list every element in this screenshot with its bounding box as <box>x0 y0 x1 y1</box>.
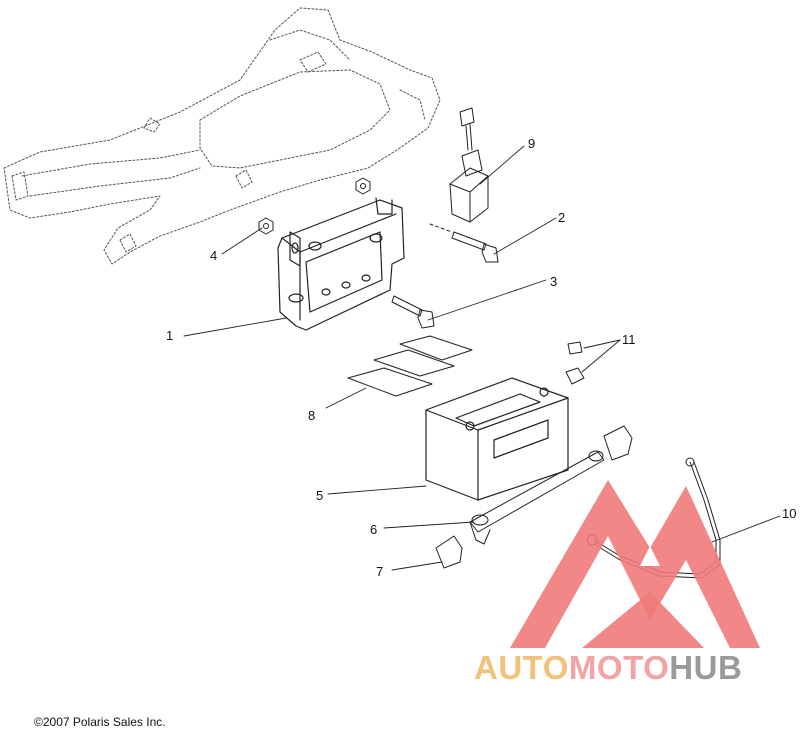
watermark-part-auto: AUTO <box>474 649 569 686</box>
frame-outline <box>3 7 441 265</box>
callout-8: 8 <box>308 408 315 423</box>
bolt-2 <box>429 223 499 263</box>
battery-5 <box>425 377 569 501</box>
callout-labels: 1 2 3 4 5 6 7 8 9 10 11 <box>166 136 796 579</box>
callout-2: 2 <box>558 210 565 225</box>
callout-10: 10 <box>782 506 796 521</box>
watermark-logo-text: AUTOMOTOHUB <box>474 650 742 686</box>
hold-down-strap-6 <box>469 450 605 545</box>
watermark-part-hub: HUB <box>669 649 743 686</box>
nut-4 <box>258 217 274 235</box>
watermark-logo-triangle <box>510 480 760 648</box>
callout-6: 6 <box>370 522 377 537</box>
battery-box <box>277 197 405 331</box>
insulator-pads-8 <box>347 335 473 397</box>
bolt-3 <box>391 295 435 329</box>
nut-upper <box>355 177 371 195</box>
leader-lines <box>183 145 781 571</box>
copyright-notice: ©2007 Polaris Sales Inc. <box>34 715 166 729</box>
callout-1: 1 <box>166 328 173 343</box>
callout-11: 11 <box>622 332 636 347</box>
callout-5: 5 <box>316 488 323 503</box>
callout-3: 3 <box>550 274 557 289</box>
fasteners-11 <box>565 341 585 385</box>
callout-9: 9 <box>528 136 535 151</box>
hook-7 <box>435 535 463 569</box>
regulator-9 <box>449 107 489 223</box>
hook-upper <box>603 425 633 461</box>
callout-4: 4 <box>210 248 217 263</box>
watermark-part-moto: MOTO <box>568 649 670 686</box>
callout-7: 7 <box>376 564 383 579</box>
